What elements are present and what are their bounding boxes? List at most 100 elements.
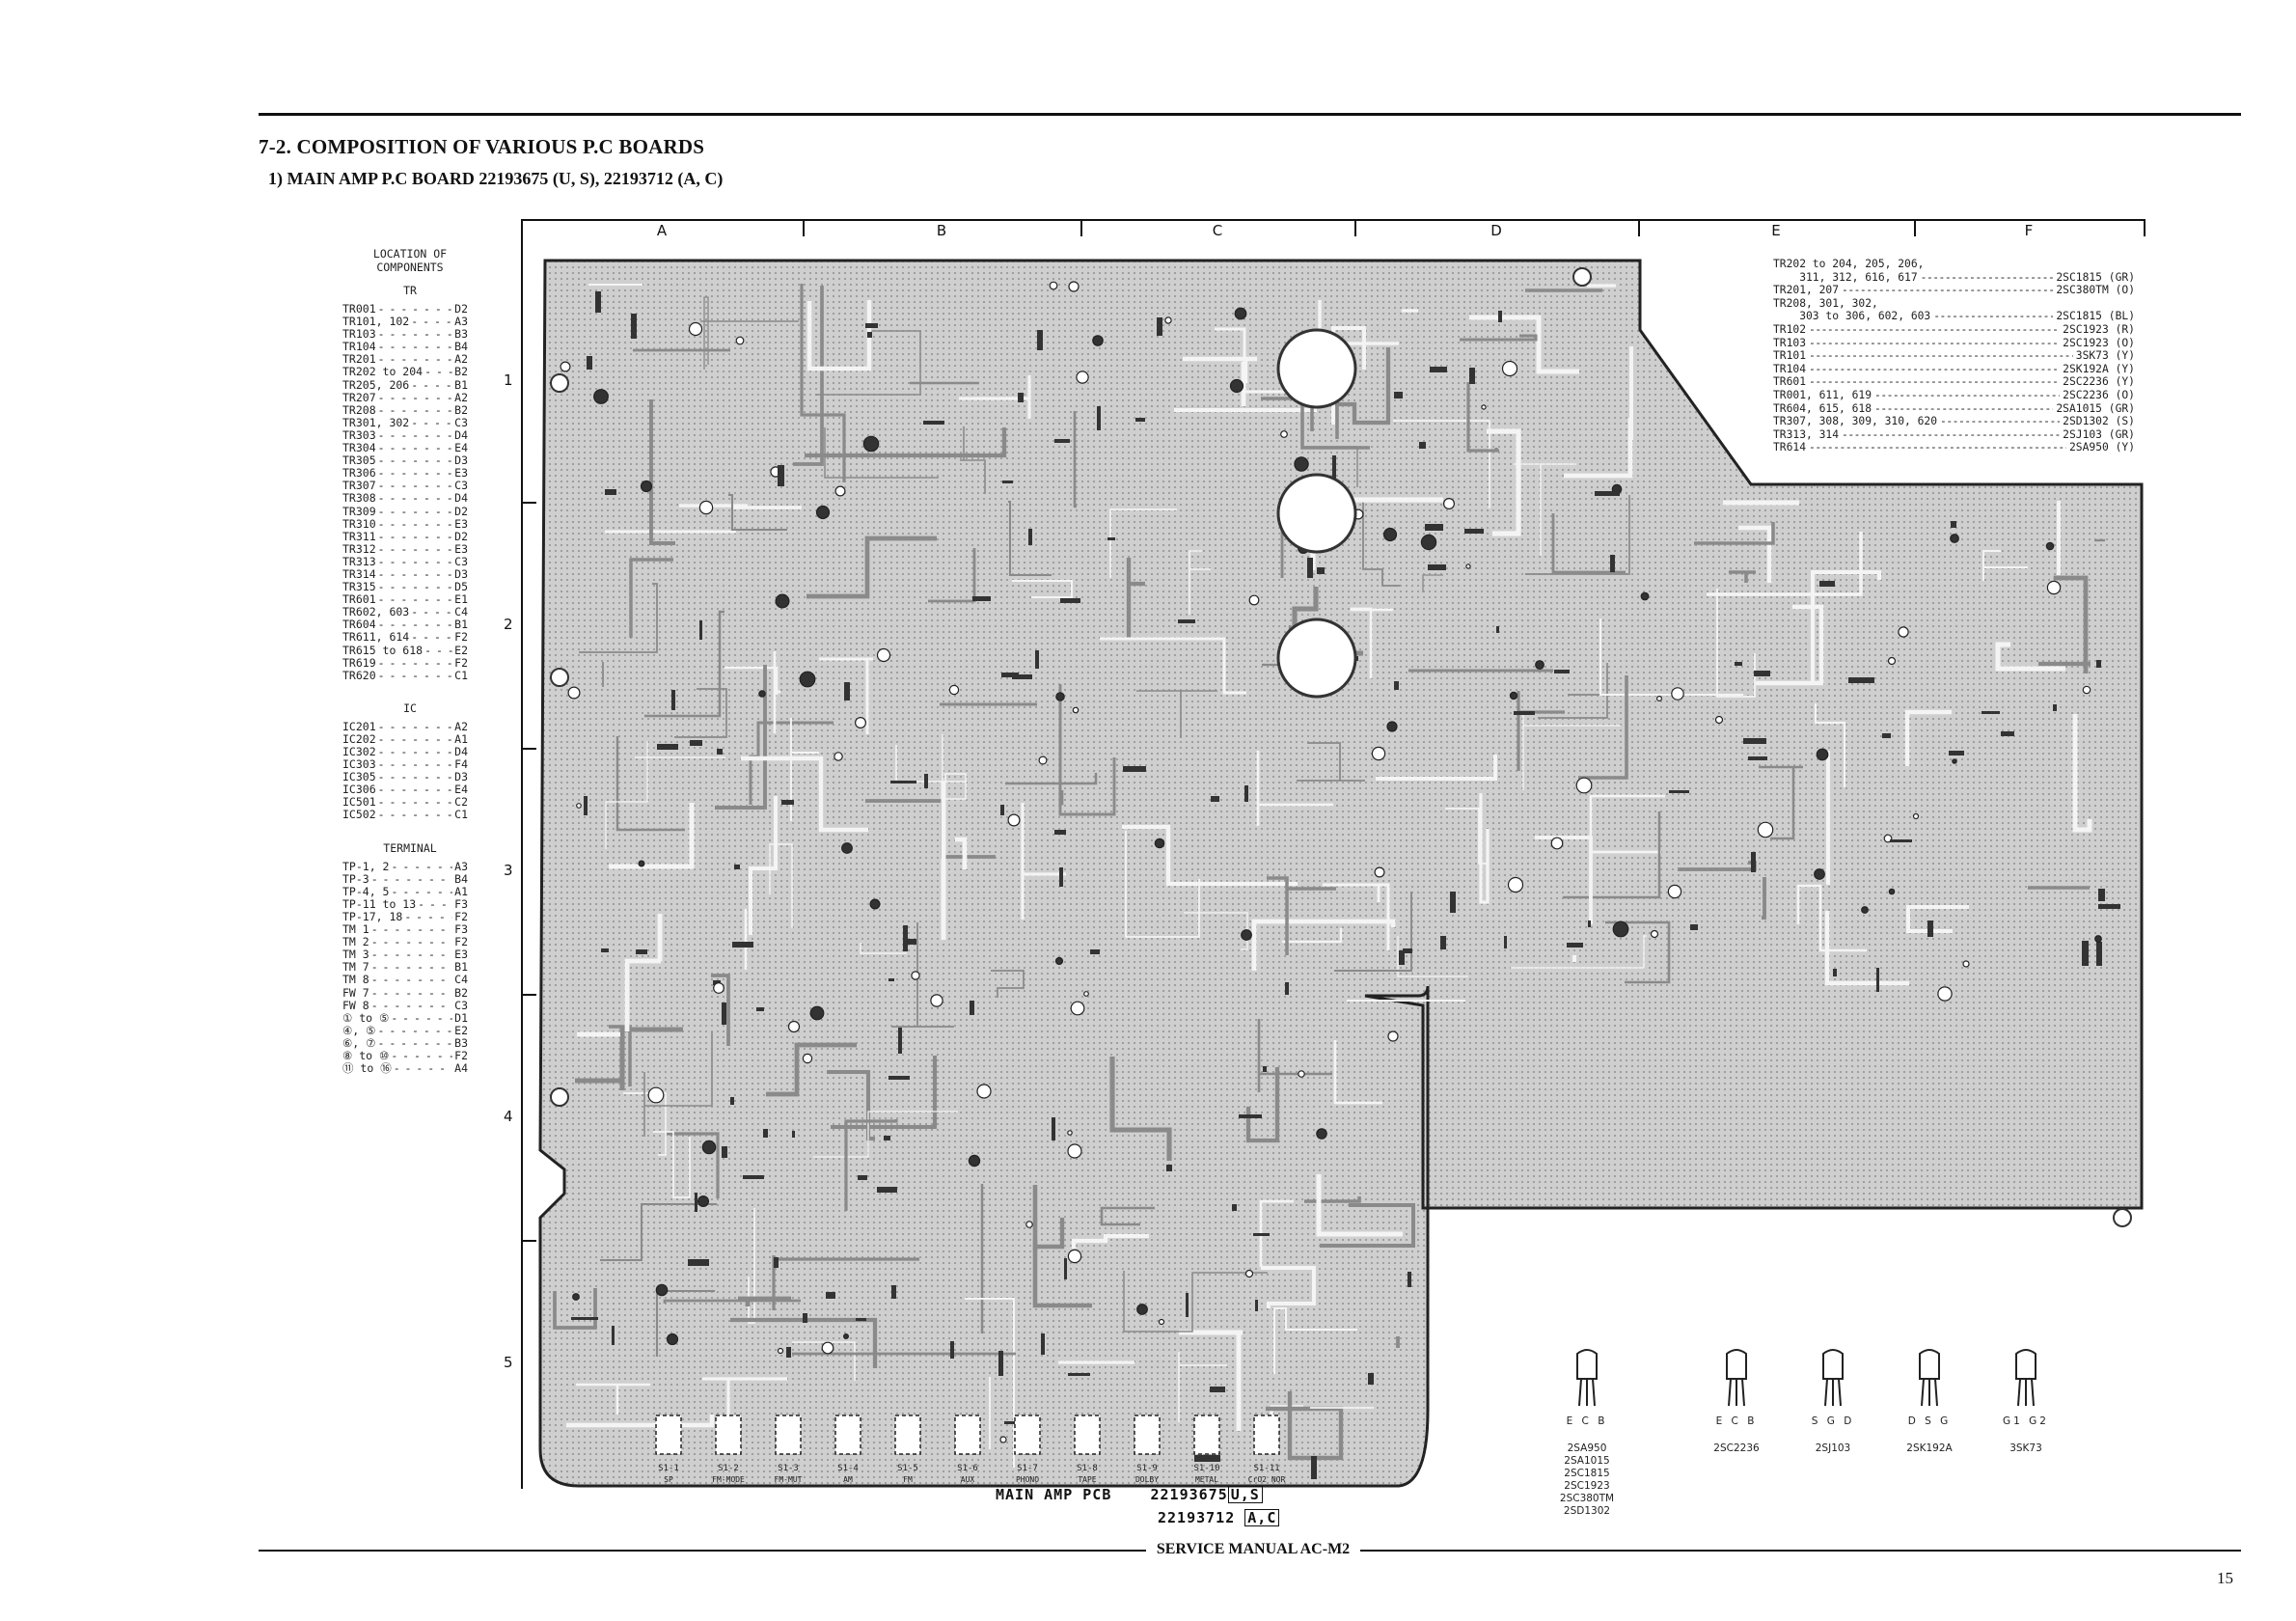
copper-trace (728, 493, 787, 532)
copper-trace (1538, 663, 1608, 719)
legend-leader (378, 518, 453, 531)
legend-leader (378, 506, 453, 518)
component-silkscreen (803, 1313, 807, 1323)
legend-grid-ref: C4 (454, 973, 468, 987)
copper-trace (955, 837, 968, 869)
component-pad (1374, 866, 1385, 878)
copper-trace (800, 284, 846, 482)
legend-row: TM 7B1 (342, 961, 468, 974)
component-silkscreen (2096, 942, 2102, 966)
legend-leader (378, 721, 453, 733)
legend-row: TR207A2 (342, 391, 468, 404)
component-silkscreen (1982, 711, 2000, 714)
copper-trace (1008, 501, 1052, 576)
legend-row: TP-1, 2A3 (342, 860, 468, 873)
legend-leader (371, 1000, 452, 1012)
component-silkscreen (888, 978, 894, 981)
legend-row: TR310E3 (342, 517, 468, 531)
copper-trace (1460, 334, 1538, 342)
legend-row: IC303F4 (342, 757, 468, 771)
grid-column-label: F (2024, 222, 2034, 239)
copper-trace (624, 914, 663, 1031)
bottom-rule-left (259, 1550, 1146, 1552)
legend-leader (378, 581, 453, 593)
component-pad (1234, 307, 1247, 320)
copper-trace (1316, 1174, 1403, 1237)
copper-trace (553, 1288, 597, 1330)
copper-trace (2072, 714, 2092, 833)
copper-trace (655, 1289, 715, 1357)
legend-grid-ref: D3 (454, 770, 468, 784)
legend-row: TR604B1 (342, 618, 468, 631)
legend-component: TR104 (342, 340, 376, 354)
component-pad (560, 361, 571, 372)
legend-row: IC202A1 (342, 732, 468, 746)
copper-trace (1810, 569, 1882, 683)
transistor-row: 311, 312, 616, 6172SC1815 (GR) (1773, 271, 2135, 285)
legend-row: TP-11 to 13F3 (342, 897, 468, 911)
transistor-row: 303 to 306, 602, 6032SC1815 (BL) (1773, 310, 2135, 323)
transistor-type: 2SC1923 (R) (2063, 322, 2135, 336)
legend-grid-ref: A1 (454, 884, 468, 898)
pinout-part: 3SK73 (2009, 1442, 2042, 1454)
component-pad (1054, 956, 1064, 966)
component-pad (1509, 691, 1518, 701)
legend-row: TR312E3 (342, 542, 468, 556)
copper-trace (738, 1296, 791, 1306)
component-silkscreen (1004, 1421, 1023, 1424)
legend-leader (378, 328, 453, 341)
legend-leader (371, 923, 452, 936)
legend-grid-ref: E3 (454, 948, 468, 962)
legend-component: TR313 (342, 554, 376, 568)
component-silkscreen (1514, 711, 1535, 715)
copper-trace (644, 610, 724, 718)
copper-trace (1333, 1040, 1382, 1105)
component-silkscreen (1107, 537, 1115, 540)
grid-row-label: 5 (504, 1353, 513, 1371)
pinout-labels: D S G (1907, 1415, 1952, 1427)
copper-trace (991, 970, 1025, 998)
transistor-row: TR313, 3142SJ103 (GR) (1773, 428, 2135, 442)
grid-column-tick (1914, 219, 1916, 236)
function-switch-label: S1-8 (1077, 1464, 1098, 1473)
copper-trace (1814, 703, 1846, 787)
component-silkscreen (571, 1317, 598, 1320)
copper-trace (1589, 794, 1665, 854)
legend-leader (411, 379, 452, 392)
function-switch-function: DOLBY (1135, 1475, 1159, 1484)
copper-trace (790, 718, 819, 821)
component-pad (1371, 746, 1386, 761)
transistor-refs: TR208, 301, 302, (1773, 296, 1878, 310)
pinout-labels: S G D (1811, 1415, 1855, 1427)
copper-trace (1707, 532, 1863, 596)
component-pad (1888, 888, 1896, 895)
grid-row-label: 4 (504, 1107, 513, 1125)
legend-leader (371, 948, 452, 961)
component-pad (666, 1333, 679, 1346)
legend-grid-ref: D2 (454, 529, 468, 543)
legend-grid-ref: F2 (454, 909, 468, 923)
legend-leader (411, 606, 452, 618)
mount-hole-5 (2113, 1208, 2132, 1227)
copper-trace (1323, 883, 1390, 950)
copper-trace (741, 756, 868, 833)
legend-row: TR314D3 (342, 567, 468, 581)
legend-row: TR619F2 (342, 656, 468, 670)
legend-leader (411, 417, 452, 429)
component-silkscreen (1450, 892, 1456, 913)
component-pad (2045, 541, 2055, 551)
copper-trace (1251, 919, 1396, 971)
component-silkscreen (1610, 555, 1615, 572)
legend-grid-ref: D5 (454, 580, 468, 594)
copper-trace (1350, 607, 1393, 678)
component-pad (1757, 821, 1774, 838)
legend-row: TR620C1 (342, 669, 468, 682)
component-silkscreen (1135, 418, 1145, 422)
component-silkscreen (774, 1257, 779, 1268)
component-silkscreen (2098, 904, 2120, 909)
copper-trace (1514, 463, 1576, 556)
component-silkscreen (1186, 1293, 1189, 1317)
component-pad (815, 505, 831, 520)
copper-trace (679, 504, 802, 509)
